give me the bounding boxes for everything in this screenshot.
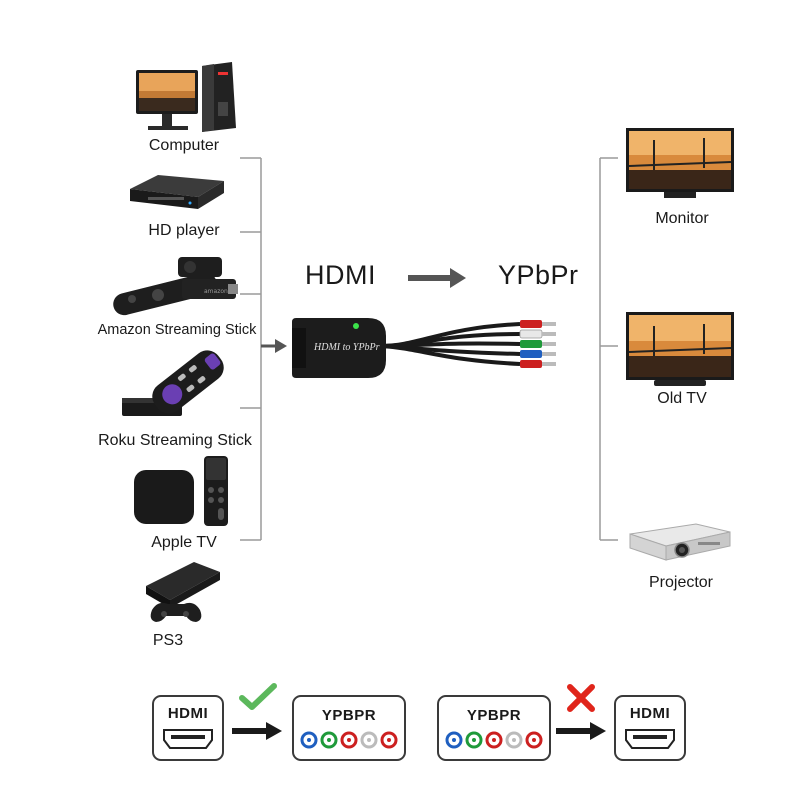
display-label-monitor: Monitor: [655, 210, 709, 227]
converter-device: HDMI to YPbPr: [290, 316, 388, 380]
rca-plug-blue: [520, 350, 556, 358]
hdmi-port-label-2: HDMI: [629, 705, 671, 722]
source-label-apple-tv: Apple TV: [151, 534, 217, 551]
old-tv-icon: [626, 312, 734, 386]
apple-tv-icon: [134, 456, 228, 526]
ps3-icon: [146, 562, 220, 622]
computer-icon: [136, 62, 236, 132]
source-label-roku-stick: Roku Streaming Stick: [98, 432, 252, 449]
display-label-old-tv: Old TV: [657, 390, 707, 407]
rca-jacks-icon-1: [300, 731, 398, 749]
source-label-computer: Computer: [148, 137, 220, 154]
monitor-icon: [626, 128, 734, 198]
source-label-amazon-stick: Amazon Streaming Stick: [97, 322, 257, 338]
hdmi-port-icon-2: [625, 729, 675, 749]
rca-jacks-icon-2: [445, 731, 543, 749]
hdmi-port-label-1: HDMI: [167, 705, 209, 722]
input-arrow-head: [275, 339, 287, 353]
ypbpr-port-box-1: YPBPR: [292, 695, 406, 761]
arrow-right-icon-2: [556, 722, 606, 740]
rca-plug-white: [519, 329, 556, 339]
hdmi-port-box-1: HDMI: [152, 695, 224, 761]
rca-plug-green: [520, 340, 556, 348]
source-label-hd-player: HD player: [148, 222, 220, 239]
projector-icon: [629, 523, 731, 561]
source-label-ps3: PS3: [152, 632, 184, 649]
cross-icon: [567, 684, 595, 712]
hdmi-port-box-2: HDMI: [614, 695, 686, 761]
ypbpr-port-label-2: YPBPR: [466, 707, 522, 724]
ypbpr-port-box-2: YPBPR: [437, 695, 551, 761]
conversion-from-label: HDMI: [305, 260, 376, 290]
svg-text:amazon: amazon: [204, 288, 228, 295]
display-label-projector: Projector: [648, 574, 714, 591]
conversion-to-label: YPbPr: [498, 260, 579, 290]
amazon-stick-icon: amazon: [113, 257, 238, 316]
arrow-right-icon-1: [232, 722, 282, 740]
hd-player-icon: [130, 175, 224, 209]
hdmi-port-icon: [163, 729, 213, 749]
conversion-arrow-icon: [408, 268, 466, 288]
rca-plug-red-2: [520, 360, 556, 368]
rca-plug-red-1: [520, 320, 556, 328]
check-icon: [239, 683, 277, 710]
converter-cable: [379, 320, 556, 368]
roku-stick-icon: [122, 350, 224, 416]
ypbpr-port-label-1: YPBPR: [321, 707, 377, 724]
converter-device-label: HDMI to YPbPr: [314, 342, 380, 353]
